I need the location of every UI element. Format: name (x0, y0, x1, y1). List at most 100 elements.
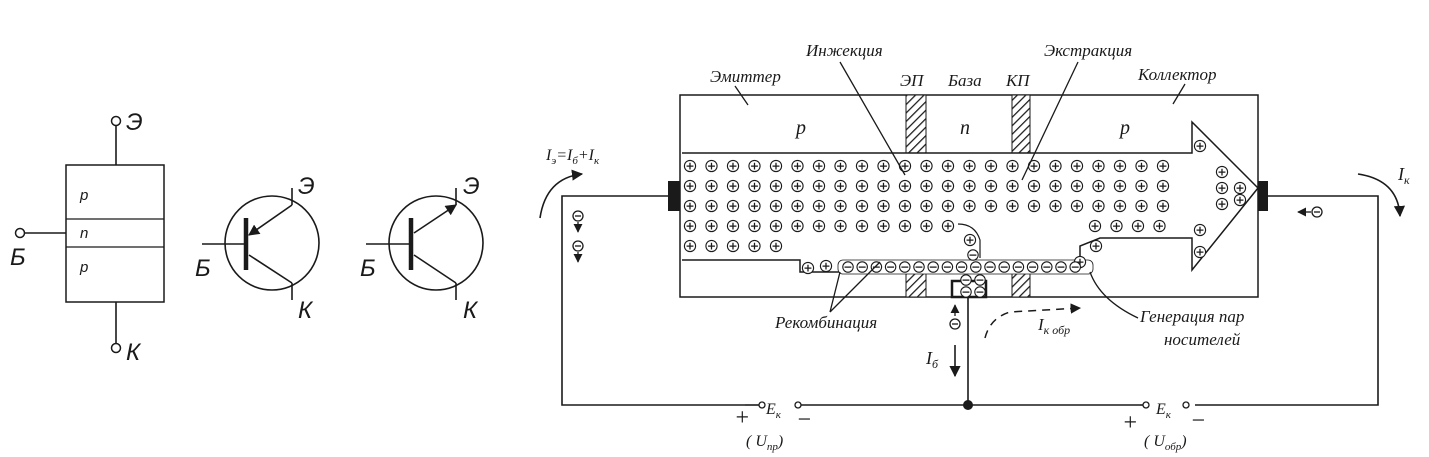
svg-text:+: + (986, 160, 995, 173)
svg-text:+: + (1072, 160, 1081, 173)
generation-leader (1089, 271, 1139, 319)
svg-text:+: + (793, 200, 802, 213)
emitter-leader (734, 85, 749, 106)
svg-text:+: + (879, 200, 888, 213)
svg-text:+: + (857, 160, 866, 173)
svg-text:−: − (914, 261, 923, 274)
svg-text:+: + (922, 220, 931, 233)
base-current-label: Iб (925, 348, 939, 371)
hole: + (769, 160, 783, 173)
hole: + (855, 160, 869, 173)
hole: + (1113, 160, 1127, 173)
hole: + (1131, 220, 1145, 233)
hole: + (769, 220, 783, 233)
hole: + (920, 220, 933, 233)
hole: + (898, 200, 912, 213)
hole: + (834, 200, 847, 213)
hole: + (855, 220, 869, 233)
region-n: n (960, 117, 970, 139)
svg-text:+: + (1090, 220, 1099, 233)
hole: + (791, 160, 804, 173)
svg-text:+: + (1217, 166, 1226, 179)
svg-text:+: + (879, 220, 888, 233)
svg-text:+: + (771, 200, 780, 213)
svg-text:+: + (728, 240, 737, 253)
structure-layer-p-top: p (79, 187, 88, 204)
svg-text:+: + (707, 200, 716, 213)
hole: + (898, 180, 912, 193)
svg-text:−: − (971, 261, 980, 274)
left-source-voltage: ( Uпр) (746, 433, 783, 453)
hole: + (1135, 180, 1148, 193)
svg-text:+: + (900, 220, 909, 233)
hole: + (963, 160, 976, 173)
pnp-symbol: Э Б К (195, 173, 320, 324)
svg-text:+: + (771, 160, 780, 173)
hole: + (898, 160, 912, 173)
svg-text:+: + (836, 160, 845, 173)
svg-text:+: + (879, 180, 888, 193)
electron: − (1012, 261, 1025, 274)
hole: + (1193, 224, 1207, 237)
left-source-minus: − (796, 407, 812, 433)
svg-text:+: + (1094, 200, 1103, 213)
svg-text:+: + (1051, 180, 1060, 193)
pnp-structure: Э p n p Б К (10, 109, 165, 366)
hole: + (791, 200, 804, 213)
structure-emitter-label: Э (126, 109, 143, 136)
svg-text:+: + (1155, 220, 1164, 233)
svg-text:−: − (886, 261, 895, 274)
svg-text:−: − (1028, 261, 1037, 274)
svg-text:+: + (728, 200, 737, 213)
left-source: + − Eк ( Uпр) (734, 401, 812, 453)
emitter-contact (668, 181, 680, 211)
emitter-current-arrow-icon (539, 169, 584, 219)
pnp-collector-label: К (298, 297, 314, 324)
extraction-label: Экстракция (1044, 41, 1132, 60)
hole: + (683, 220, 697, 233)
electron: − (1026, 261, 1039, 274)
hole: + (834, 220, 847, 233)
svg-text:+: + (900, 200, 909, 213)
svg-text:+: + (707, 240, 716, 253)
hole: + (1092, 180, 1105, 193)
svg-text:+: + (1217, 198, 1226, 211)
svg-text:−: − (929, 261, 938, 274)
region-p-right: p (1118, 117, 1130, 139)
svg-text:−: − (957, 261, 966, 274)
svg-text:+: + (857, 220, 866, 233)
svg-text:+: + (685, 240, 694, 253)
electrons-group: −−−−−−−−−−−−−−−−−−−−−− (842, 249, 1081, 299)
svg-text:+: + (707, 180, 716, 193)
svg-text:+: + (685, 180, 694, 193)
svg-text:+: + (986, 200, 995, 213)
npn-collector-line (413, 254, 457, 284)
hole-flow-arrow (682, 120, 1260, 273)
hole: + (705, 160, 718, 173)
npn-base-label: Б (360, 255, 376, 282)
hole: + (1215, 166, 1229, 179)
hole: + (984, 180, 998, 193)
svg-text:+: + (857, 200, 866, 213)
hole: + (941, 220, 955, 233)
svg-text:+: + (1094, 180, 1103, 193)
electron: − (884, 261, 897, 274)
reverse-current-label: Iк обр (1037, 315, 1070, 337)
base-current-notch (957, 223, 981, 258)
structure-layer-n: n (80, 225, 88, 242)
svg-text:+: + (750, 240, 759, 253)
svg-text:+: + (1008, 200, 1017, 213)
svg-text:+: + (1112, 220, 1121, 233)
hole: + (683, 240, 697, 253)
npn-symbol-circle (388, 195, 484, 291)
svg-text:+: + (728, 160, 737, 173)
svg-text:+: + (943, 160, 952, 173)
hole: + (812, 180, 826, 193)
svg-text:+: + (728, 180, 737, 193)
hole: + (705, 220, 718, 233)
hole: + (1006, 160, 1019, 173)
hole: + (812, 220, 826, 233)
svg-text:−: − (961, 286, 970, 299)
transistor-operation: + + + + + + + + + + + + + + + + + + + + + + + + + + + + + + + + + + + + + + + +… (539, 41, 1410, 453)
